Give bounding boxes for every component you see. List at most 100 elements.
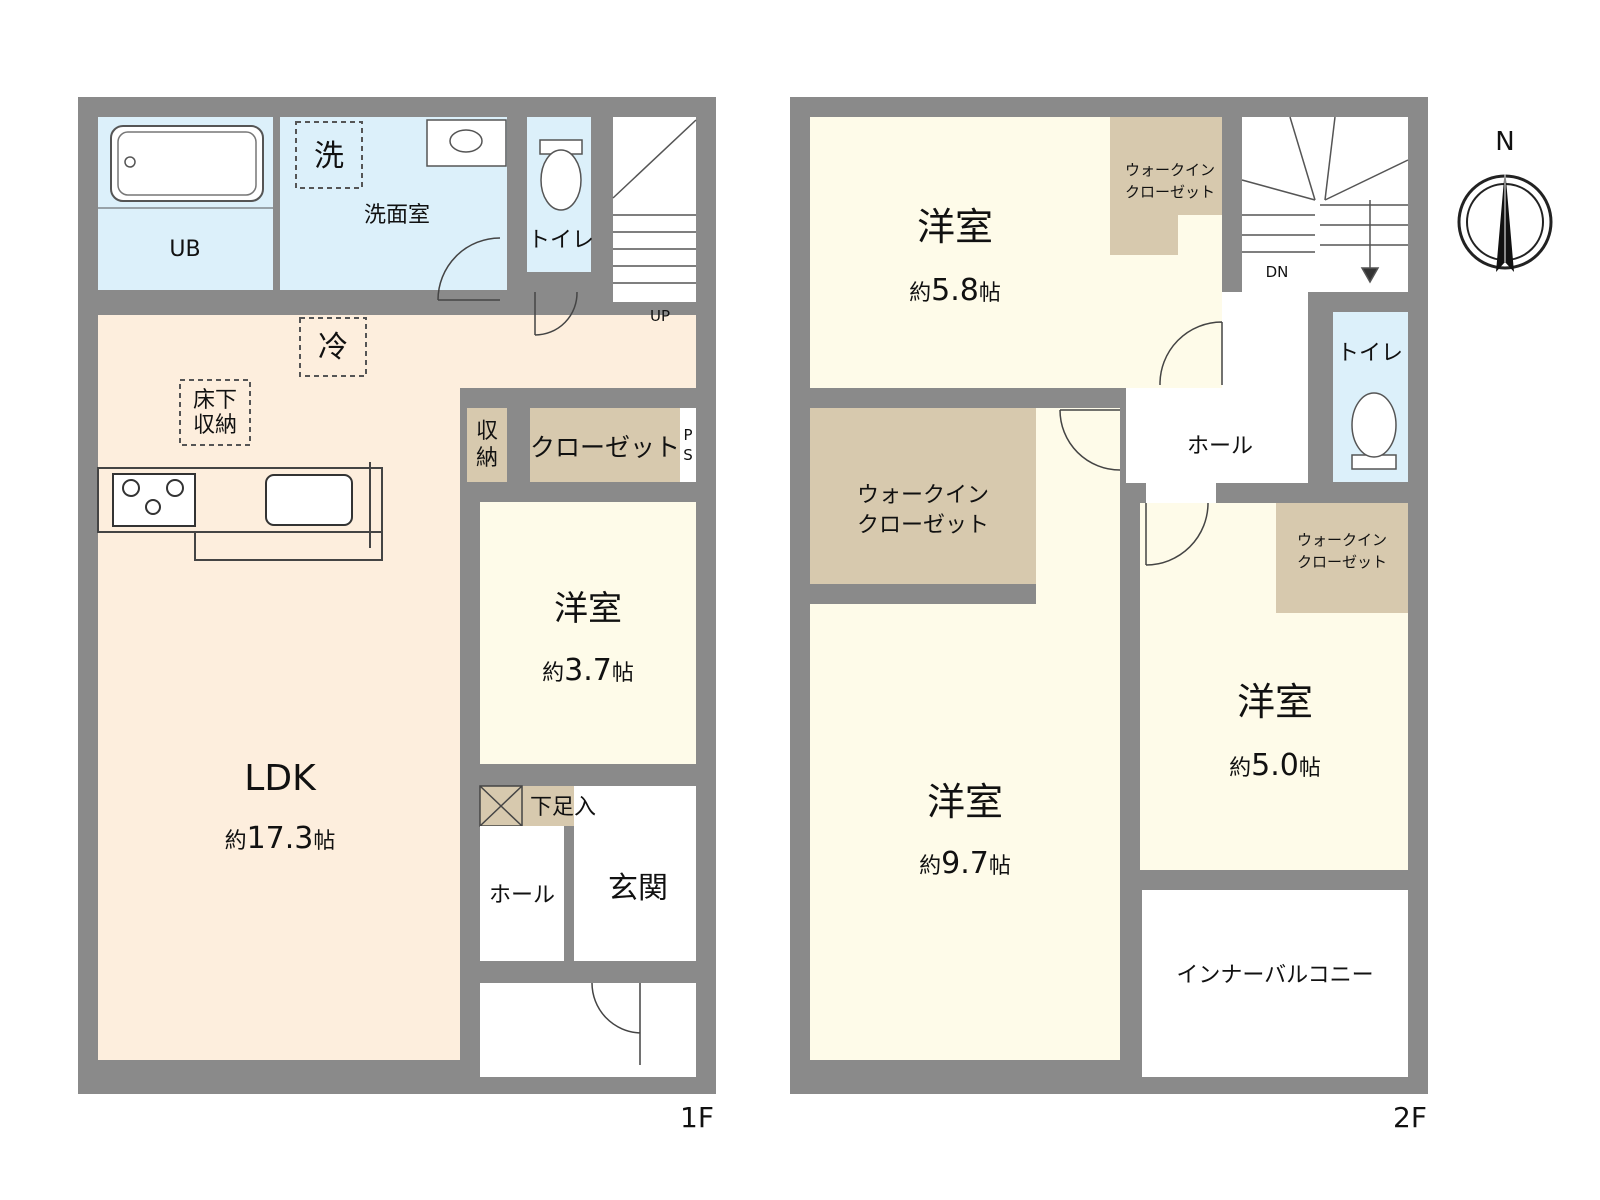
dn-label: DN (1266, 263, 1289, 281)
floor1-label: 1F (680, 1101, 714, 1134)
door-swing-bedroom-a (1159, 321, 1223, 386)
stove-burner-left (122, 479, 140, 497)
balcony-label: インナーバルコニー (1176, 963, 1373, 988)
stair-steps-1f (612, 119, 697, 284)
bedroom-a-area: 約5.8帖 (909, 273, 1001, 308)
bedroom-b-area: 約9.7帖 (919, 846, 1011, 881)
door-swing-bedroom-b (1059, 409, 1121, 471)
bedroom-1f-area-prefix: 約 (542, 661, 564, 686)
floor2-wic-small (1110, 117, 1222, 215)
wic-small-label-1: ウォークイン (1125, 161, 1215, 179)
bathtub-inner (117, 131, 257, 196)
storage-label-2: 納 (476, 446, 498, 471)
floor1-storage (467, 408, 507, 482)
shoe-storage-x2 (479, 785, 523, 827)
entrance-notch-fill (603, 786, 696, 826)
bedroom-1f-area-value: 3.7 (564, 653, 612, 688)
closet-1f-label: クローゼット (530, 433, 680, 462)
bedroom-b-prefix: 約 (919, 854, 941, 879)
wash-basin-icon (449, 129, 483, 153)
underfloor-label-2: 収納 (193, 413, 237, 438)
bath-label: UB (169, 237, 200, 262)
ldk-area-prefix: 約 (225, 829, 247, 854)
wic-large-label-1: ウォークイン (857, 483, 989, 508)
kitchen-counter-ext (194, 531, 383, 561)
floor1-ps (680, 408, 696, 482)
ldk-area-unit: 帖 (313, 829, 335, 854)
floor1-bedroom (480, 502, 696, 764)
stove-burner-center (145, 499, 161, 515)
shoe-storage-label: 下足入 (530, 795, 596, 820)
wash-basin-counter (426, 119, 507, 167)
toilet-bowl-2f (1351, 392, 1397, 458)
floor1-closet (530, 408, 680, 482)
ldk-area: 約17.3帖 (225, 821, 336, 856)
stove-burner-right (166, 479, 184, 497)
entrance-label: 玄関 (608, 871, 668, 906)
floor-2 (790, 97, 1428, 1094)
washer-mark: 洗 (314, 139, 344, 174)
bedroom-c-value: 5.0 (1251, 748, 1299, 783)
bedroom-1f-label: 洋室 (554, 589, 622, 629)
bedroom-1f-area-unit: 帖 (612, 661, 634, 686)
ps-label-2: S (683, 446, 693, 464)
floor2-balcony-bottom (1142, 1060, 1408, 1077)
hall-2f-label: ホール (1187, 434, 1253, 459)
compass: N (1457, 127, 1553, 272)
underfloor-storage-box (179, 379, 251, 446)
floor2-wic-right (1276, 503, 1408, 613)
ps-label-1: P (683, 426, 692, 444)
toilet-1f-label: トイレ (528, 228, 594, 253)
washer-box (295, 121, 363, 189)
floor2-hall-upper (1222, 292, 1308, 388)
bedroom-b-value: 9.7 (941, 846, 989, 881)
toilet-bowl-1f (540, 149, 582, 211)
toilet-2f-label: トイレ (1337, 341, 1403, 366)
floor2-wic-small-lower (1110, 215, 1178, 255)
floor2-hall (1126, 388, 1308, 483)
bedroom-a-prefix: 約 (909, 281, 931, 306)
bedroom-b-unit: 帖 (989, 854, 1011, 879)
bedroom-a-label: 洋室 (917, 205, 993, 249)
floor1-stairs (613, 117, 696, 302)
wic-right-label-2: クローゼット (1297, 553, 1387, 571)
underfloor-label-1: 床下 (193, 388, 237, 413)
door-swing-washroom (437, 237, 501, 301)
door-swing-bedroom-c (1145, 502, 1209, 566)
floor2-label: 2F (1393, 1101, 1427, 1134)
bedroom-a-value: 5.8 (931, 273, 979, 308)
door-swing-entrance (591, 982, 641, 1065)
floor1-hall (480, 826, 564, 961)
bathtub (110, 125, 264, 202)
floor2-wic-large (810, 408, 1036, 584)
bedroom-b-label: 洋室 (927, 780, 1003, 824)
wic-large-label-2: クローゼット (857, 513, 989, 538)
entrance-porch (480, 983, 696, 1077)
wic-small-label-2: クローゼット (1125, 183, 1215, 201)
bedroom-c-label: 洋室 (1237, 680, 1313, 724)
fridge-box (299, 317, 367, 377)
storage-label-1: 収 (476, 419, 498, 444)
floor2-bedroom-a (810, 117, 1222, 388)
ldk-label: LDK (244, 758, 317, 799)
compass-north-label: N (1495, 127, 1514, 157)
bedroom-c-prefix: 約 (1229, 756, 1251, 781)
bath-drain (124, 156, 136, 168)
bedroom-a-unit: 帖 (979, 281, 1001, 306)
door-swing-toilet-1f (534, 291, 578, 336)
hall-1f-label: ホール (489, 883, 555, 908)
bedroom-1f-area: 約3.7帖 (542, 653, 634, 688)
stair-steps-2f (1241, 116, 1409, 284)
floor2-bedroom-b (810, 408, 1120, 1060)
washroom-label: 洗面室 (364, 203, 430, 228)
bedroom-c-unit: 帖 (1299, 756, 1321, 781)
kitchen-sink (265, 474, 353, 526)
wic-right-label-1: ウォークイン (1297, 531, 1387, 549)
floor2-inner-balcony (1142, 890, 1408, 1060)
floor-1 (78, 97, 716, 1094)
ldk-area-value: 17.3 (247, 821, 314, 856)
fridge-mark: 冷 (318, 330, 348, 365)
up-label: UP (650, 307, 670, 325)
bedroom-c-area: 約5.0帖 (1229, 748, 1321, 783)
